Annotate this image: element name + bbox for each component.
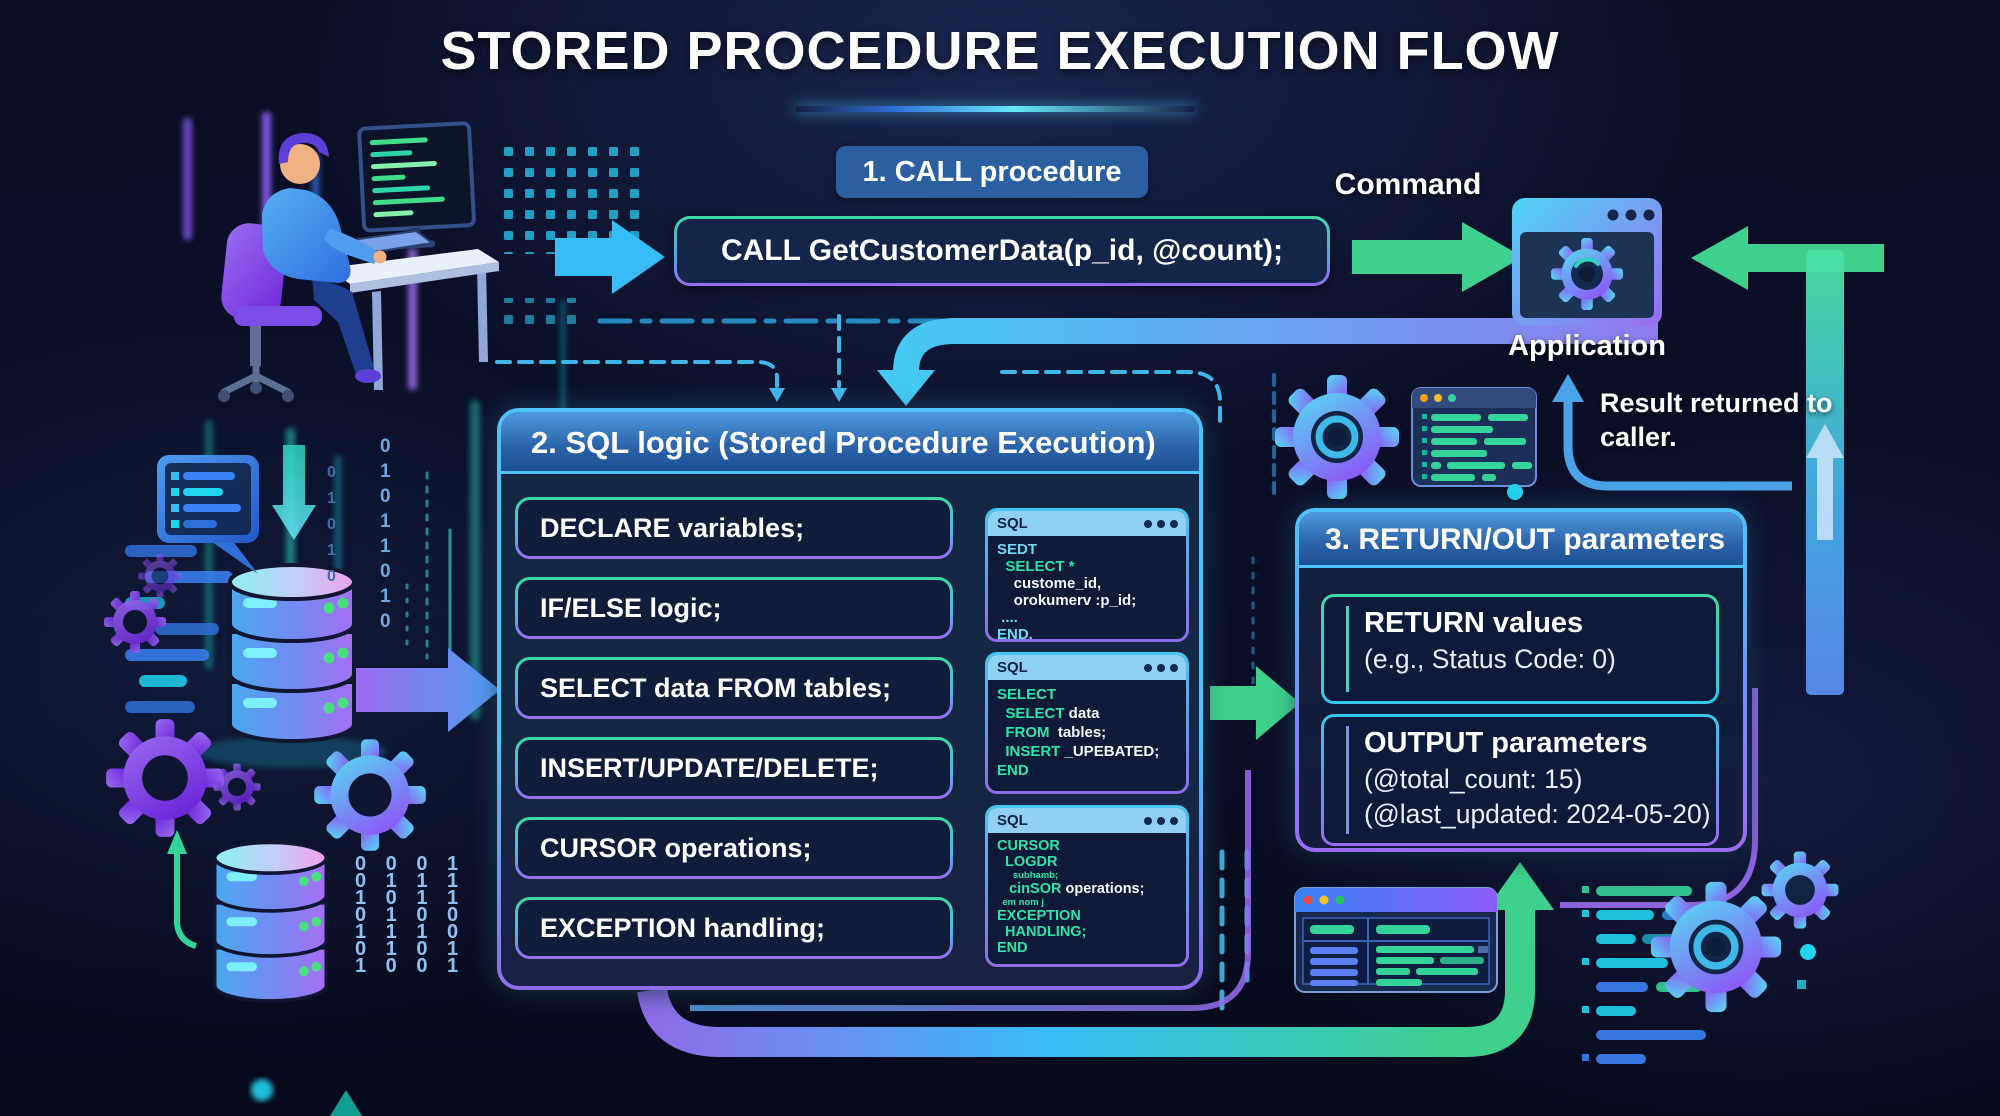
sql-item-cursor: CURSOR operations; [515,817,953,879]
gear-icon-bottom-left-outline [213,763,261,811]
result-returned-label: Result returned to caller. [1600,388,1833,452]
gear-icon-bottom-left-purple [106,719,224,837]
title-underline [795,106,1195,112]
arrow-command [1352,222,1523,292]
gear-icon-left-small [138,554,182,598]
dashed-arrowhead-1 [769,388,785,402]
return-out-panel: 3. RETURN/OUT parameters RETURN values (… [1295,508,1747,852]
accent-line [1346,606,1349,692]
echo-outline-box3 [1560,688,1758,908]
output-last-updated: (@last_updated: 2024-05-20) [1364,799,1711,829]
arrow-user-to-call [555,220,665,294]
window-title: SQL [997,659,1028,676]
return-values-example: (e.g., Status Code: 0) [1364,644,1616,674]
window-title: SQL [997,515,1028,532]
database-icon-large [228,563,356,743]
application-window-icon [1512,198,1662,326]
sql-logic-panel: 2. SQL logic (Stored Procedure Execution… [497,408,1203,990]
developer-illustration [218,121,499,402]
window-controls-icon [1144,519,1186,528]
sql-code-window-1: SQL SEDT SELECT * custome_id, orokumerv … [985,508,1189,642]
results-table-window [1294,887,1498,993]
application-label: Application [1508,330,1666,362]
command-label: Command [1334,168,1482,201]
arrow-app-to-sql-logic [877,318,1658,406]
call-statement-box: CALL GetCustomerData(p_id, @count); [674,216,1330,286]
sql-item-insert: INSERT/UPDATE/DELETE; [515,737,953,799]
return-values-box: RETURN values (e.g., Status Code: 0) [1321,594,1719,704]
output-total-count: (@total_count: 15) [1364,764,1583,794]
window-titlebar: SQL [988,808,1186,833]
gear-icon-right-top [1275,375,1399,499]
sql-item-ifelse: IF/ELSE logic; [515,577,953,639]
arrow-bottom-flow [637,862,1554,1057]
arrow-return-band-vertical [1806,250,1844,695]
sql-item-exception: EXCEPTION handling; [515,897,953,959]
binary-column: 0 1 0 1 0 [327,464,336,585]
arrow-db-to-sql-logic [356,648,500,732]
triangle-marker [330,1090,362,1116]
gear-icon-bottom-mid [314,739,426,851]
glow-dot-1 [1507,484,1523,500]
binary-column: 0 1 0 1 1 0 1 0 [380,436,391,632]
return-values-title: RETURN values [1364,607,1584,639]
chat-bubble-icon [157,455,259,574]
output-parameters-title: OUTPUT parameters [1364,727,1648,759]
echo-outline-box2 [690,770,1251,1011]
window-titlebar: SQL [988,511,1186,536]
gear-icon-left-mid [104,591,166,653]
step1-call-badge: 1. CALL procedure [836,146,1148,198]
arrow-up-small-db [167,830,198,949]
database-icon-small [212,840,329,1003]
accent-line [1346,726,1349,834]
arrow-down-to-db [272,445,316,540]
sql-code-window-2: SQL SELECT SELECT data FROM tables; INSE… [985,652,1189,794]
sql-code-window-3: SQL CURSOR LOGDR subhamb; cinSOR operati… [985,805,1189,967]
return-out-header: 3. RETURN/OUT parameters [1299,512,1743,568]
window-controls-icon [1144,816,1186,825]
gear-icon-bottom-right-small [1761,851,1839,929]
arrow-result-returned [1552,374,1792,491]
sql-item-declare: DECLARE variables; [515,497,953,559]
sql-logic-header: 2. SQL logic (Stored Procedure Execution… [501,412,1199,474]
arrow-into-application [1691,226,1884,290]
terminal-window-icon [1411,387,1537,487]
sql-item-select: SELECT data FROM tables; [515,657,953,719]
glow-square-2 [1797,980,1806,989]
page-title: STORED PROCEDURE EXECUTION FLOW [440,21,1560,81]
window-titlebar: SQL [988,655,1186,680]
monitor-with-code [357,121,476,249]
output-parameters-box: OUTPUT parameters (@total_count: 15) (@l… [1321,714,1719,846]
gear-icon-bottom-right-large [1650,881,1782,1013]
glow-dot-3 [251,1079,273,1101]
call-statement-text: CALL GetCustomerData(p_id, @count); [677,219,1327,283]
arrow-sql-to-return [1210,666,1300,740]
window-controls-icon [1144,663,1186,672]
dashed-arrowhead-2 [831,388,847,402]
glow-dot-2 [1800,944,1816,960]
window-title: SQL [997,812,1028,829]
binary-matrix: 0 0 0 1 0 1 1 1 1 0 1 1 0 1 0 0 1 1 1 0 … [355,853,466,977]
